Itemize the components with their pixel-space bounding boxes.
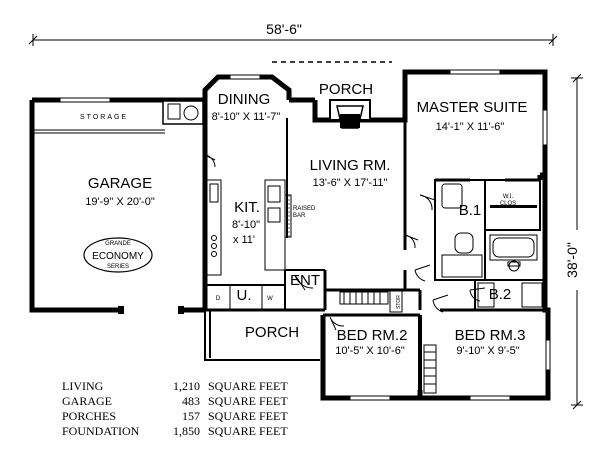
kitchen-size-line2: x 11' [233,234,255,246]
overall-width-label: 58'-6" [266,21,302,37]
stat-label: LIVING [62,379,104,393]
closets [339,289,437,394]
stat-value: 1,850 [173,424,200,438]
fireplace-icon [329,99,371,129]
doors [204,154,486,331]
stat-value: 483 [182,394,200,408]
kitchen-name: KIT. [234,199,260,216]
bath2-label: B.2 [489,286,512,303]
kitchen-counters [206,179,292,276]
water-heater-icon [162,100,204,125]
depth-dimension: 38'-0" [564,73,586,410]
bath2-fixtures [477,282,543,308]
garage-name: GARAGE [88,175,152,192]
porch-top-label: PORCH [319,81,373,98]
square-footage-table: LIVING 1,210 SQUARE FEET GARAGE 483 SQUA… [62,379,288,438]
garage-door [118,306,184,314]
bed2-name: BED RM.2 [337,327,408,344]
bath1-fixtures [441,183,538,278]
stat-label: PORCHES [62,409,116,423]
raised-bar-label-2: BAR [293,213,306,219]
stor-label: STOR [396,295,402,309]
stat-unit: SQUARE FEET [208,424,288,438]
bed3-size: 9'-10" X 9'-5" [456,345,519,357]
stat-label: GARAGE [62,394,112,408]
utility-label: U. [237,287,252,304]
living-size: 13'-6" X 17'-11" [313,177,388,189]
bed2-size: 10'-5" X 10'-6" [335,345,405,357]
economy-badge: GRANDE ECONOMY SERIES [83,237,153,273]
storage-label: STORAGE [80,114,128,121]
raised-bar-label-1: RAISED [293,206,316,212]
master-name: MASTER SUITE [417,99,528,116]
wi-clos-label-2: CLOS [500,201,516,207]
bed3-name: BED RM.3 [455,327,526,344]
width-dimension: 58'-6" [28,21,558,46]
badge-top-text: GRANDE [105,241,131,247]
badge-middle-text: ECONOMY [92,251,144,262]
badge-bottom-text: SERIES [107,264,129,270]
overall-depth-label: 38'-0" [564,242,580,278]
interior-walls [34,118,548,395]
dryer-label: D [216,296,221,302]
bath1-label: B.1 [459,202,482,219]
washer-label: W [267,296,273,302]
dining-size: 8'-10" X 11'-7" [212,111,281,123]
stat-unit: SQUARE FEET [208,409,288,423]
kitchen-size-line1: 8'-10" [232,219,260,231]
porch-front-label: PORCH [245,324,299,341]
stat-value: 157 [182,409,200,423]
living-name: LIVING RM. [310,157,391,174]
utility-fixtures [229,285,263,310]
wi-clos-label-1: W.I. [503,194,514,200]
garage-size: 19'-9" X 20'-0" [85,196,155,208]
windows [59,69,551,401]
stat-value: 1,210 [173,379,200,393]
stat-unit: SQUARE FEET [208,394,288,408]
master-size: 14'-1" X 11'-6" [436,121,505,133]
stat-label: FOUNDATION [62,424,140,438]
entry-label: ENT [290,272,320,289]
stat-unit: SQUARE FEET [208,379,288,393]
dining-name: DINING [218,91,271,108]
